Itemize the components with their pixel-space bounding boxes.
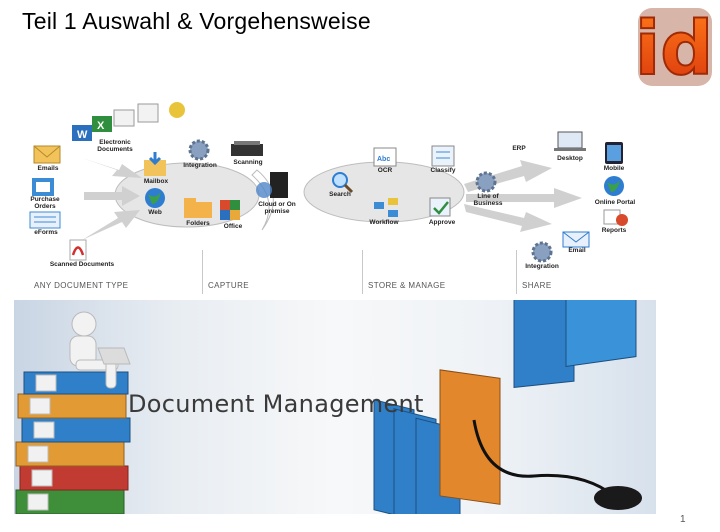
label-erp: ERP [512,145,526,152]
label-online-portal: Online Portal [594,199,636,206]
ocr-icon: Abc [373,147,397,167]
label-office: Office [223,223,243,230]
folder-icon [184,198,212,218]
diagram-shapes: W X Abc [29,102,628,263]
server-icon [256,172,288,198]
approve-icon [429,197,451,217]
stage-divider [202,250,203,294]
mouse-cable [472,419,615,498]
label-mobile: Mobile [603,165,625,172]
label-scanning: Scanning [233,159,263,166]
stage-divider [516,250,517,294]
label-integration-capture: Integration [183,162,217,169]
label-eforms: eForms [34,229,58,236]
banner-title: Document Management [128,390,424,418]
id-logo: id [634,5,714,88]
globe-icon-capture [145,188,165,208]
document-process-diagram: W X Abc Electronic Document [22,100,662,300]
label-emails: Emails [37,165,59,172]
label-email: Email [568,247,586,254]
label-web: Web [148,209,162,216]
label-workflow: Workflow [369,219,399,226]
gear-icon-capture [188,139,210,161]
label-electronic-documents: Electronic Documents [97,139,133,153]
arrow-in-1 [82,158,142,178]
person-with-laptop-figure [69,311,131,389]
gear-icon-store [475,171,497,193]
arrow-out-1 [464,160,552,192]
slide-title: Teil 1 Auswahl & Vorgehensweise [22,8,371,34]
magnifier-icon [332,172,354,194]
workflow-icon [374,198,398,217]
envelope-icon [33,145,61,164]
notebook-icon [32,178,54,196]
label-desktop: Desktop [557,155,583,162]
stage-capture: CAPTURE [208,281,250,290]
label-cloud-or-on-premise: Cloud or On premise [258,201,296,215]
classify-icon [431,145,455,167]
label-scanned-documents: Scanned Documents [49,261,115,268]
binder-stack [15,371,131,514]
svg-text:W: W [77,129,88,141]
label-ocr: OCR [377,167,393,174]
svg-text:Abc: Abc [377,156,390,163]
label-purchase-orders: Purchase Orders [30,196,60,210]
label-mailbox: Mailbox [143,178,169,185]
laptop-icon [554,131,586,151]
label-line-of-business: Line of Business [473,193,503,207]
arrow-in-3 [82,210,140,240]
globe-icon-share [604,176,624,196]
stage-store-manage: STORE & MANAGE [368,281,446,290]
mailbox-icon [144,152,166,176]
label-folders: Folders [186,220,210,227]
folder-row [373,300,637,514]
stage-divider [362,250,363,294]
scanner-icon [231,141,263,156]
logo-text: id [635,6,713,88]
label-reports: Reports [601,227,627,234]
tablet-icon [605,142,623,164]
envelope-icon-share [562,231,590,248]
pdf-icon [69,239,87,261]
reports-icon [603,209,628,226]
arrow-out-3 [464,204,552,232]
svg-text:X: X [97,120,105,132]
gear-icon-share [531,241,553,263]
arrow-out-2 [466,188,582,208]
page-number: 1 [680,514,686,525]
arrow-in-2 [84,186,140,206]
form-icon [29,211,61,229]
mouse [594,486,642,510]
label-search: Search [329,191,351,198]
label-integration-share: Integration [525,263,559,270]
office-files-icon: W X [72,102,185,141]
banner-illustration [15,300,642,514]
stage-any-document-type: ANY DOCUMENT TYPE [34,281,129,290]
office-icon [220,200,240,220]
label-approve: Approve [428,219,456,226]
document-management-banner: Document Management [14,300,656,514]
stage-share: SHARE [522,281,552,290]
label-classify: Classify [430,167,456,174]
